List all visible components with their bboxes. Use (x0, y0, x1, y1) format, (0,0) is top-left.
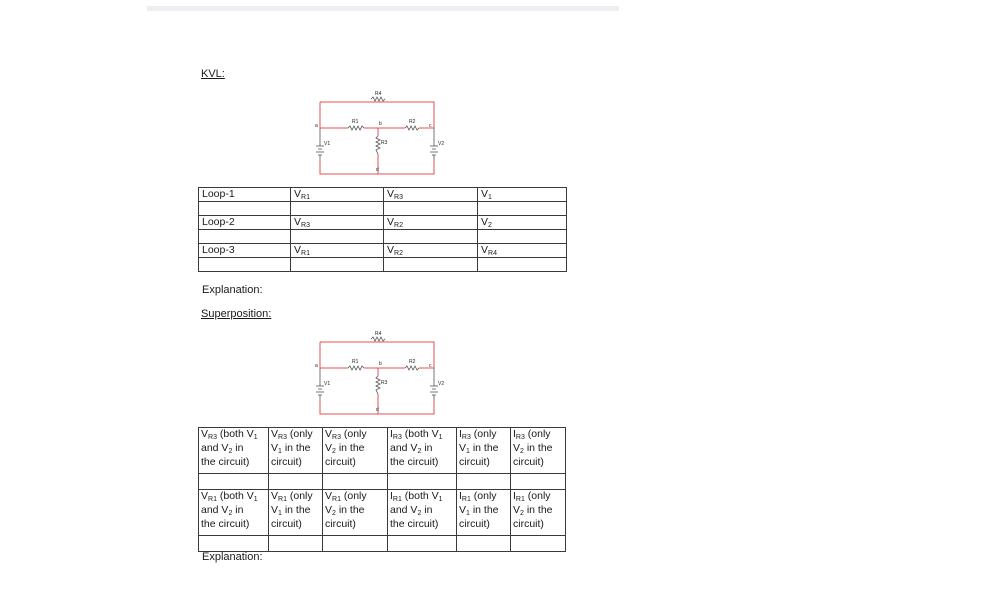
sp-cell: VR3 (only V2 in the circuit) (322, 427, 388, 474)
label-r1: R1 (352, 119, 359, 125)
label-node-d: d (376, 167, 379, 173)
kvl-cell: VR3 (290, 215, 384, 230)
r2-resistor-icon (404, 365, 420, 371)
top-scroll-bar (147, 6, 619, 11)
label-r1: R1 (352, 359, 359, 365)
kvl-explanation: Explanation: (202, 284, 263, 296)
superposition-explanation: Explanation: (202, 551, 263, 563)
kvl-cell: VR3 (383, 187, 478, 202)
sp-cell: VR1 (both V1 and V2 in the circuit) (198, 489, 269, 536)
superposition-heading: Superposition: (201, 308, 272, 320)
label-node-b: b (379, 121, 382, 127)
r1-resistor-icon (347, 125, 365, 131)
r4-resistor-icon (370, 336, 386, 342)
superposition-header-row-r1: VR1 (both V1 and V2 in the circuit) VR1 … (198, 489, 566, 536)
superposition-answer-row (198, 473, 566, 490)
sp-cell: IR1 (only V1 in the circuit) (456, 489, 511, 536)
kvl-cell: VR2 (383, 243, 478, 258)
sp-cell: VR1 (only V2 in the circuit) (322, 489, 388, 536)
label-node-b: b (379, 361, 382, 367)
label-r3: R3 (381, 380, 388, 386)
label-r2: R2 (409, 359, 416, 365)
kvl-cell: VR4 (477, 243, 567, 258)
kvl-row-loop-1: Loop-1 VR1 VR3 V1 (198, 187, 567, 202)
label-v2: V2 (438, 381, 444, 387)
label-v1: V1 (324, 141, 330, 147)
label-r4: R4 (375, 91, 382, 97)
sp-cell: IR3 (both V1 and V2 in the circuit) (387, 427, 457, 474)
sp-cell: VR1 (only V1 in the circuit) (268, 489, 323, 536)
kvl-table: Loop-1 VR1 VR3 V1 Loop-2 VR3 VR2 V2 Loop… (198, 187, 567, 272)
kvl-loop-label: Loop-3 (198, 243, 291, 258)
kvl-circuit-diagram: R4 R1 R2 R3 V1 V2 a b c d (315, 91, 444, 175)
kvl-spacer-row (198, 229, 567, 244)
kvl-cell: VR1 (290, 187, 384, 202)
kvl-spacer-row (198, 257, 567, 272)
r2-resistor-icon (404, 125, 420, 131)
sp-cell: IR1 (only V2 in the circuit) (510, 489, 566, 536)
kvl-cell: V1 (477, 187, 567, 202)
sp-cell: IR3 (only V1 in the circuit) (456, 427, 511, 474)
sp-cell: IR3 (only V2 in the circuit) (510, 427, 566, 474)
r4-resistor-icon (370, 96, 386, 102)
label-v2: V2 (438, 141, 444, 147)
kvl-row-loop-2: Loop-2 VR3 VR2 V2 (198, 215, 567, 230)
superposition-header-row-r3: VR3 (both V1 and V2 in the circuit) VR3 … (198, 427, 566, 474)
superposition-circuit-diagram: R4 R1 R2 R3 V1 V2 a b c d (315, 331, 444, 415)
superposition-answer-row (198, 535, 566, 552)
label-r2: R2 (409, 119, 416, 125)
kvl-cell: VR1 (290, 243, 384, 258)
superposition-table: VR3 (both V1 and V2 in the circuit) VR3 … (198, 427, 566, 552)
r3-resistor-icon (375, 375, 381, 395)
sp-cell: IR1 (both V1 and V2 in the circuit) (387, 489, 457, 536)
kvl-heading: KVL: (201, 68, 225, 80)
label-v1: V1 (324, 381, 330, 387)
kvl-loop-label: Loop-2 (198, 215, 291, 230)
label-node-c: c (429, 123, 432, 129)
kvl-cell: V2 (477, 215, 567, 230)
kvl-row-loop-3: Loop-3 VR1 VR2 VR4 (198, 243, 567, 258)
label-node-a: a (315, 123, 318, 129)
kvl-spacer-row (198, 201, 567, 216)
r3-resistor-icon (375, 135, 381, 155)
label-r4: R4 (375, 331, 382, 337)
sp-cell: VR3 (both V1 and V2 in the circuit) (198, 427, 269, 474)
sp-cell: VR3 (only V1 in the circuit) (268, 427, 323, 474)
label-r3: R3 (381, 140, 388, 146)
label-node-c: c (429, 363, 432, 369)
kvl-cell: VR2 (383, 215, 478, 230)
r1-resistor-icon (347, 365, 365, 371)
kvl-loop-label: Loop-1 (198, 187, 291, 202)
label-node-d: d (376, 407, 379, 413)
label-node-a: a (315, 363, 318, 369)
